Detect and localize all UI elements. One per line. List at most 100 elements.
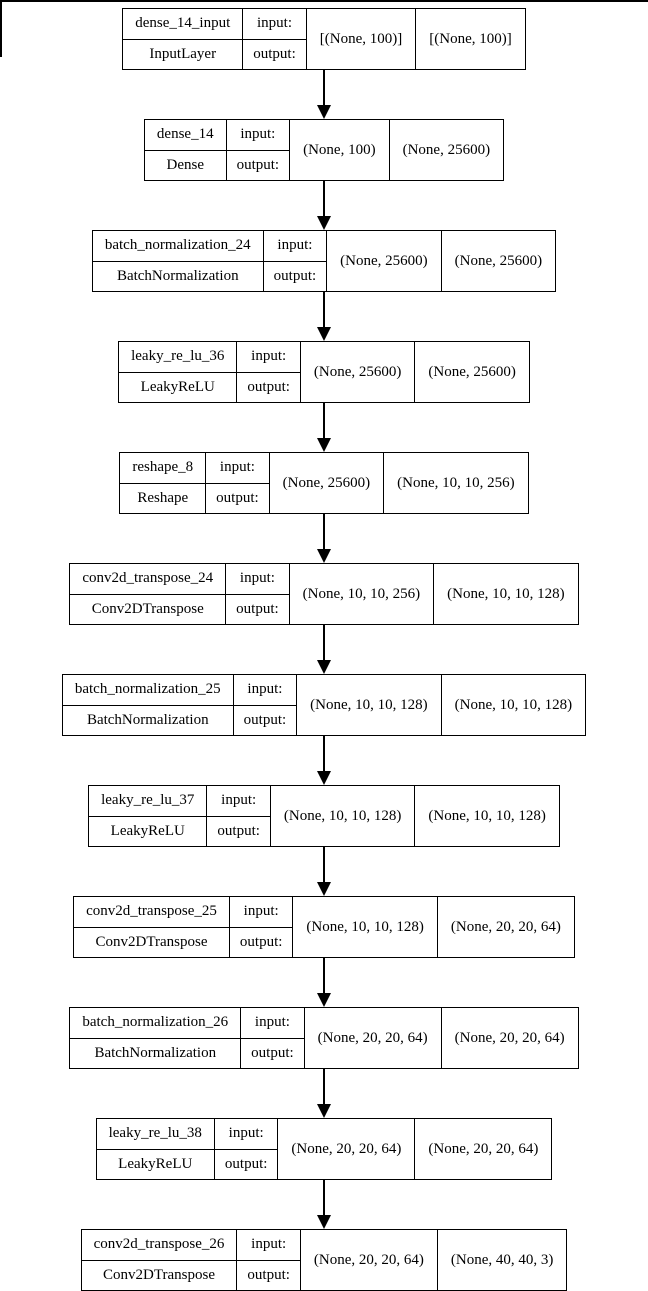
arrow-line <box>323 736 325 771</box>
layer-class: Conv2DTranspose <box>91 600 204 617</box>
layer-output-shape: (None, 25600) <box>428 363 516 380</box>
input-label: input: <box>226 564 289 595</box>
output-label: output: <box>216 489 259 506</box>
layer-identity-column: batch_normalization_25 BatchNormalizatio… <box>62 675 234 735</box>
input-label: input: <box>207 786 270 817</box>
arrow-head-icon <box>317 882 331 896</box>
layer-class: LeakyReLU <box>110 822 185 839</box>
input-label: input: <box>241 1008 304 1039</box>
layer-node: batch_normalization_26 BatchNormalizatio… <box>69 1007 579 1069</box>
layer-node: dense_14_input InputLayer input: output:… <box>122 8 526 70</box>
layer-output-shape: [(None, 100)] <box>429 30 512 47</box>
layer-input-shape: (None, 100) <box>290 120 390 180</box>
layer-identity-column: conv2d_transpose_24 Conv2DTranspose <box>70 564 227 624</box>
input-label: input: <box>206 453 269 484</box>
layer-class: Conv2DTranspose <box>95 933 208 950</box>
arrow-line <box>323 847 325 882</box>
layer-identity-column: leaky_re_lu_36 LeakyReLU <box>119 342 238 402</box>
input-label: input: <box>237 1230 300 1261</box>
connector-arrow <box>317 1069 331 1118</box>
output-label: output: <box>251 1044 294 1061</box>
connector-arrow <box>317 403 331 452</box>
layer-name: conv2d_transpose_25 <box>74 897 229 928</box>
arrow-head-icon <box>317 771 331 785</box>
layer-name: batch_normalization_26 <box>70 1008 241 1039</box>
connector-arrow <box>317 514 331 563</box>
layer-node: batch_normalization_24 BatchNormalizatio… <box>91 230 557 292</box>
input-label: input: <box>229 897 293 928</box>
layer-class: LeakyReLU <box>118 1155 193 1172</box>
layer-identity-column: dense_14 Dense <box>144 120 227 180</box>
layer-node: dense_14 Dense input: output: (None, 100… <box>143 119 505 181</box>
layer-output-shape: (None, 40, 40, 3) <box>450 1251 554 1268</box>
io-labels-column: input: output: <box>233 675 298 735</box>
layer-name: dense_14_input <box>123 9 243 40</box>
layer-name: dense_14 <box>144 120 226 151</box>
layer-name: conv2d_transpose_26 <box>81 1230 237 1261</box>
output-label: output: <box>239 933 283 950</box>
layer-node: leaky_re_lu_37 LeakyReLU input: output: … <box>88 785 560 847</box>
connector-arrow <box>317 736 331 785</box>
arrow-line <box>323 514 325 549</box>
top-edge-line <box>0 0 648 2</box>
layer-name: reshape_8 <box>120 453 206 484</box>
layer-input-shape: (None, 10, 10, 256) <box>290 564 435 624</box>
arrow-line <box>323 403 325 438</box>
arrow-head-icon <box>317 549 331 563</box>
input-label: input: <box>214 1119 278 1150</box>
layer-class: Dense <box>166 156 205 173</box>
io-labels-column: input: output: <box>263 231 328 291</box>
layer-input-shape: [(None, 100)] <box>307 9 417 69</box>
layer-node: conv2d_transpose_24 Conv2DTranspose inpu… <box>69 563 579 625</box>
io-labels-column: input: output: <box>243 9 307 69</box>
arrow-line <box>323 1180 325 1215</box>
layer-output-shape: (None, 20, 20, 64) <box>428 1140 539 1157</box>
arrow-head-icon <box>317 105 331 119</box>
layer-node: conv2d_transpose_25 Conv2DTranspose inpu… <box>73 896 575 958</box>
output-label: output: <box>247 378 290 395</box>
io-labels-column: input: output: <box>214 1119 279 1179</box>
io-labels-column: input: output: <box>241 1008 305 1068</box>
io-labels-column: input: output: <box>226 120 291 180</box>
io-labels-column: input: output: <box>237 342 301 402</box>
input-label: input: <box>263 231 327 262</box>
layer-identity-column: batch_normalization_26 BatchNormalizatio… <box>70 1008 242 1068</box>
output-label: output: <box>247 1266 290 1283</box>
connector-arrow <box>317 847 331 896</box>
layer-output-shape: (None, 10, 10, 256) <box>397 474 515 491</box>
arrow-head-icon <box>317 438 331 452</box>
layer-class: BatchNormalization <box>86 711 209 728</box>
arrow-head-icon <box>317 327 331 341</box>
io-labels-column: input: output: <box>207 786 271 846</box>
output-label: output: <box>236 600 279 617</box>
layer-input-shape: (None, 20, 20, 64) <box>301 1230 438 1290</box>
layer-class: Conv2DTranspose <box>103 1266 215 1283</box>
io-labels-column: input: output: <box>237 1230 301 1290</box>
arrow-line <box>323 181 325 216</box>
io-labels-column: input: output: <box>229 897 294 957</box>
layer-class: LeakyReLU <box>140 378 215 395</box>
arrow-line <box>323 70 325 105</box>
layer-class: InputLayer <box>149 45 217 62</box>
layer-identity-column: leaky_re_lu_38 LeakyReLU <box>96 1119 215 1179</box>
layer-identity-column: dense_14_input InputLayer <box>123 9 244 69</box>
layer-input-shape: (None, 10, 10, 128) <box>297 675 442 735</box>
layer-output-shape: (None, 10, 10, 128) <box>428 807 546 824</box>
layer-node: batch_normalization_25 BatchNormalizatio… <box>61 674 587 736</box>
output-label: output: <box>243 711 287 728</box>
input-label: input: <box>233 675 297 706</box>
layer-node: leaky_re_lu_36 LeakyReLU input: output: … <box>118 341 530 403</box>
input-label: input: <box>243 9 306 40</box>
arrow-head-icon <box>317 216 331 230</box>
output-label: output: <box>253 45 296 62</box>
layer-identity-column: leaky_re_lu_37 LeakyReLU <box>89 786 208 846</box>
connector-arrow <box>317 958 331 1007</box>
layer-identity-column: reshape_8 Reshape <box>120 453 207 513</box>
layer-output-shape: (None, 20, 20, 64) <box>454 1029 565 1046</box>
layer-class: Reshape <box>137 489 189 506</box>
arrow-head-icon <box>317 1104 331 1118</box>
connector-arrow <box>317 1180 331 1229</box>
connector-arrow <box>317 70 331 119</box>
layer-name: batch_normalization_24 <box>92 231 263 262</box>
connector-arrow <box>317 292 331 341</box>
